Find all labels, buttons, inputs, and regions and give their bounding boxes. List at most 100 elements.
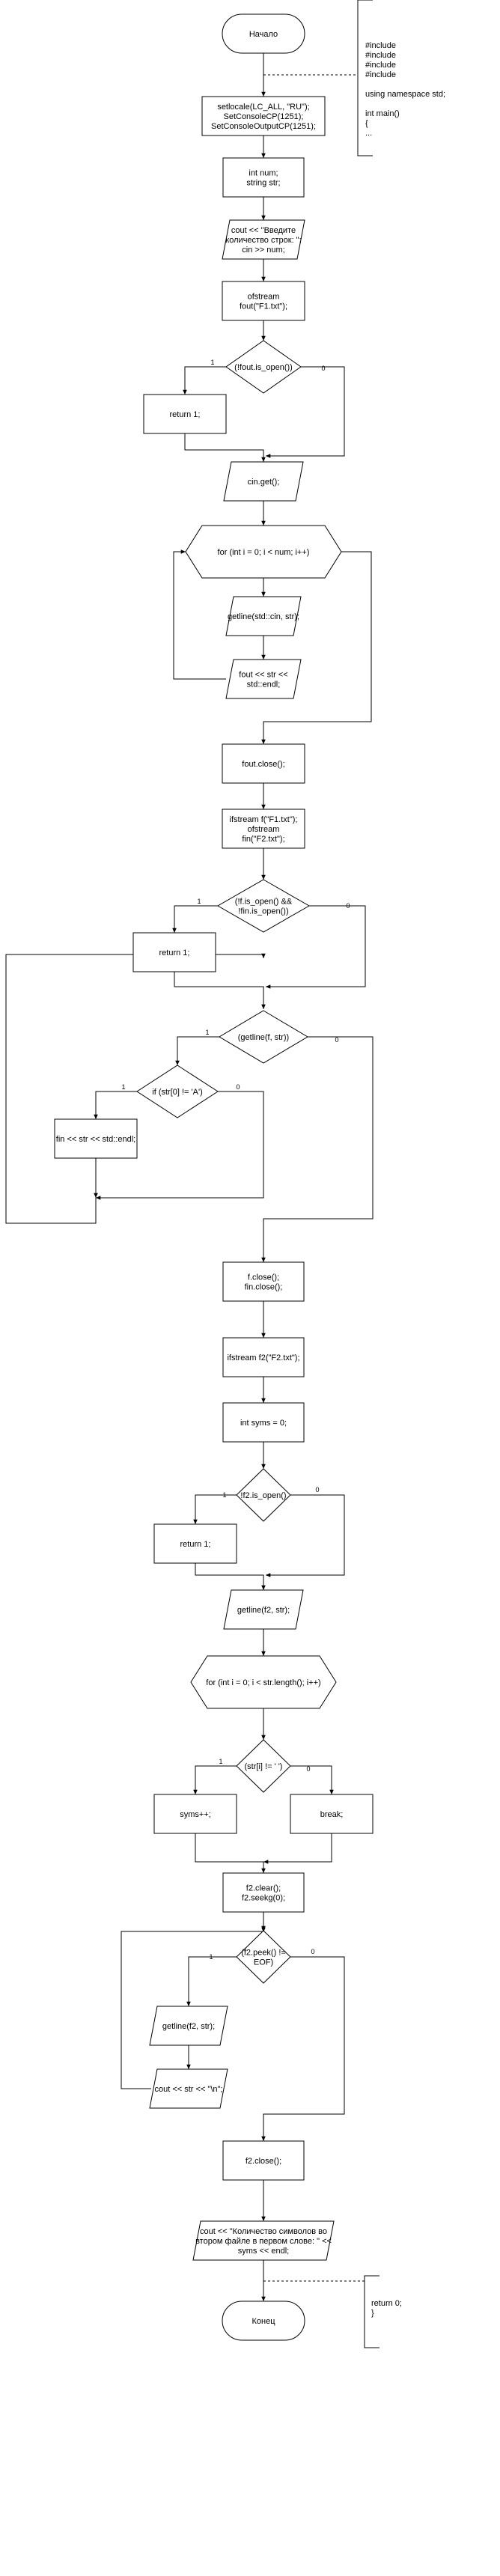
node-check-fout: (!fout.is_open()) bbox=[225, 340, 302, 394]
edge-getline-f-yes bbox=[175, 1036, 219, 1065]
edge-label-no-13: 0 bbox=[311, 1948, 314, 1955]
node-cout-str-label: cout << str << "\n"; bbox=[155, 2085, 223, 2094]
node-open-f2-shape bbox=[222, 1337, 305, 1377]
node-fin-write: fin << str << std::endl; bbox=[54, 1118, 138, 1159]
node-for-num-shape bbox=[185, 525, 342, 579]
node-check-space-shape bbox=[236, 1739, 291, 1793]
node-start-label: Начало bbox=[249, 30, 278, 39]
node-peek-eof: (f2.peek() !=EOF) bbox=[236, 1930, 291, 1984]
edge-return1b-to-merge bbox=[174, 972, 266, 1009]
node-return1-b-shape bbox=[132, 932, 216, 972]
node-cin-get: cin.get(); bbox=[223, 461, 304, 502]
node-break: break; bbox=[290, 1794, 374, 1834]
node-getline-f-label: (getline(f, str)) bbox=[238, 1033, 289, 1042]
edge-label-no-5: 0 bbox=[335, 1036, 338, 1044]
comment-return0: return 0;} bbox=[263, 2275, 402, 2348]
node-close-f-fin-label: f.close();fin.close(); bbox=[245, 1273, 283, 1292]
edge-label-yes-4: 1 bbox=[205, 1029, 209, 1036]
node-fout-write-label: fout << str <<std::endl; bbox=[239, 671, 287, 689]
edge-peek-yes bbox=[186, 1956, 237, 2006]
node-check-space-label: (str[i] != ' ') bbox=[245, 1762, 283, 1771]
edge-label-no-7: 0 bbox=[236, 1083, 240, 1091]
node-for-num-label: for (int i = 0; i < num; i++) bbox=[218, 548, 310, 557]
edge-label-yes-2: 1 bbox=[197, 898, 201, 905]
node-end: Конец bbox=[222, 2301, 305, 2341]
node-cin-get-label: cin.get(); bbox=[248, 478, 280, 487]
node-return1-a: return 1; bbox=[143, 394, 227, 434]
node-check-f2-shape bbox=[236, 1468, 291, 1522]
node-end-shape bbox=[222, 2301, 305, 2341]
edge-label-yes-8: 1 bbox=[222, 1491, 226, 1499]
node-fin-write-shape bbox=[54, 1118, 138, 1159]
node-check-f-fin: (!f.is_open() &&!fin.is_open()) bbox=[216, 879, 311, 933]
node-break-shape bbox=[290, 1794, 374, 1834]
node-fout-write: fout << str <<std::endl; bbox=[225, 659, 302, 699]
node-cout-str: cout << str << "\n"; bbox=[149, 2068, 228, 2109]
node-return1-b-label: return 1; bbox=[159, 949, 190, 957]
node-cout-syms-shape bbox=[192, 2220, 335, 2261]
node-break-label: break; bbox=[320, 1810, 344, 1819]
node-for-len: for (int i = 0; i < str.length(); i++) bbox=[190, 1655, 337, 1709]
node-getline-f2: getline(f2, str); bbox=[223, 1589, 304, 1630]
edge-check-f2-yes bbox=[193, 1494, 237, 1524]
node-for-num: for (int i = 0; i < num; i++) bbox=[185, 525, 342, 579]
node-cout-str-shape bbox=[149, 2068, 228, 2109]
node-check-f-fin-label: (!f.is_open() &&!fin.is_open()) bbox=[235, 898, 293, 916]
node-f2-close: f2.close(); bbox=[222, 2140, 305, 2181]
node-getline-f2b: getline(f2, str); bbox=[149, 2006, 228, 2046]
edge-label-no-1: 0 bbox=[321, 365, 325, 372]
node-start: Начало bbox=[222, 13, 305, 54]
node-return1-b: return 1; bbox=[132, 932, 216, 972]
edge-check-f-fin-no bbox=[266, 905, 366, 989]
node-check-A-label: if (str[0] != 'A') bbox=[152, 1088, 202, 1097]
flowchart-edges bbox=[5, 53, 374, 2301]
node-open-f2-label: ifstream f2("F2.txt"); bbox=[227, 1354, 299, 1362]
node-syms-inc: syms++; bbox=[153, 1794, 237, 1834]
edge-check-space-no bbox=[290, 1765, 334, 1794]
node-decl-label: int num;string str; bbox=[246, 169, 280, 188]
node-getline-f2b-label: getline(f2, str); bbox=[162, 2022, 215, 2031]
node-getline-cin: getline(std::cin, str); bbox=[225, 596, 302, 636]
node-return1-c-label: return 1; bbox=[180, 1540, 211, 1549]
node-clear-seek-label: f2.clear();f2.seekg(0); bbox=[242, 1884, 285, 1903]
edge-return1a-to-merge bbox=[184, 433, 266, 462]
node-check-f2: !f2.is_open() bbox=[236, 1468, 291, 1522]
comment-return0-label: return 0;} bbox=[371, 2299, 402, 2318]
edge-label-yes-12: 1 bbox=[209, 1953, 213, 1961]
node-check-A-shape bbox=[136, 1065, 219, 1118]
node-getline-f2b-shape bbox=[149, 2006, 228, 2046]
node-clear-seek-shape bbox=[222, 1872, 305, 1913]
node-f2-close-label: f2.close(); bbox=[246, 2157, 281, 2166]
node-clear-seek: f2.clear();f2.seekg(0); bbox=[222, 1872, 305, 1913]
node-close-f-fin: f.close();fin.close(); bbox=[222, 1261, 305, 1302]
edge-fout-write-loop-back bbox=[173, 549, 226, 680]
node-check-f2-label: !f2.is_open() bbox=[240, 1491, 286, 1500]
node-return1-c-shape bbox=[153, 1523, 237, 1564]
edge-check-f-fin-yes bbox=[172, 905, 218, 933]
node-input-num-shape bbox=[222, 219, 305, 260]
edge-label-no-11: 0 bbox=[306, 1765, 310, 1773]
node-fin-write-label: fin << str << std::endl; bbox=[56, 1135, 135, 1144]
edge-for-exit bbox=[261, 551, 372, 744]
node-syms0-label: int syms = 0; bbox=[240, 1419, 287, 1428]
node-getline-f-shape bbox=[219, 1010, 308, 1064]
node-getline-cin-label: getline(std::cin, str); bbox=[228, 612, 299, 621]
node-check-space: (str[i] != ' ') bbox=[236, 1739, 291, 1793]
node-getline-f2-shape bbox=[223, 1589, 304, 1630]
node-fout-write-shape bbox=[225, 659, 302, 699]
edge-check-a-no bbox=[96, 1091, 264, 1200]
edge-label-no-9: 0 bbox=[315, 1486, 319, 1493]
node-syms0-shape bbox=[222, 1402, 305, 1443]
edge-label-yes-0: 1 bbox=[210, 359, 214, 366]
comment-includes-bracket bbox=[357, 0, 373, 156]
node-syms-inc-shape bbox=[153, 1794, 237, 1834]
node-for-len-label: for (int i = 0; i < str.length(); i++) bbox=[206, 1678, 320, 1687]
